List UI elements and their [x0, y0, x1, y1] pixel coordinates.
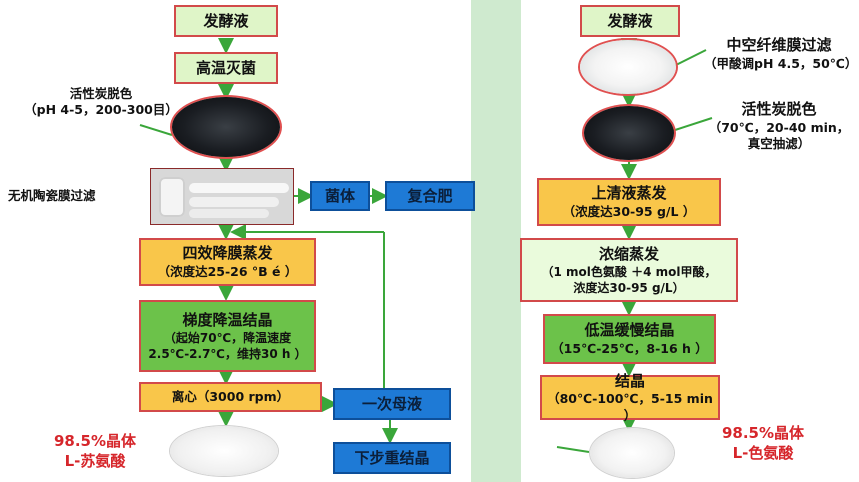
concentrate-line1: （1 mol色氨酸 ＋4 mol甲酸，	[541, 264, 717, 279]
right-carbon-line1: （70℃，20-40 min，	[708, 119, 850, 135]
right-ferment-label: 发酵液	[607, 11, 653, 30]
crystallize-title: 结晶	[614, 371, 645, 390]
center-divider	[471, 0, 521, 482]
right-carbon-note: 活性炭脱色 （70℃，20-40 min， 真空抽滤）	[704, 100, 854, 152]
centrifuge-label: 离心（3000 rpm）	[171, 388, 290, 404]
right-product-name: L-色氨酸	[732, 443, 794, 462]
supernatant-title: 上清液蒸发	[591, 184, 667, 203]
left-sterilize-label: 高温灭菌	[195, 58, 256, 77]
right-carbon-title: 活性炭脱色	[741, 100, 817, 118]
crystallize-box: 结晶 （80℃-100℃，5-15 min ）	[540, 372, 720, 423]
compound-fertilizer-label: 复合肥	[407, 186, 453, 205]
hollow-fiber-params: （甲酸调pH 4.5，50℃）	[704, 55, 858, 71]
left-product-purity: 98.5%晶体	[53, 432, 137, 450]
left-gradient-title: 梯度降温结晶	[182, 310, 273, 329]
left-gradient-line2: 2.5℃-2.7℃，维持30 h ）	[148, 347, 307, 362]
compound-fertilizer-box: 复合肥	[385, 181, 475, 211]
mother-liquor-label: 一次母液	[361, 394, 422, 413]
left-gradient-crystal-box: 梯度降温结晶 （起始70℃，降温速度 2.5℃-2.7℃，维持30 h ）	[139, 300, 316, 372]
right-carbon-line2: 真空抽滤）	[747, 135, 811, 151]
right-crystal-image	[590, 428, 674, 478]
crystallize-params: （80℃-100℃，5-15 min ）	[547, 390, 713, 423]
hollow-fiber-title: 中空纤维膜过滤	[726, 36, 832, 54]
left-product-label: 98.5%晶体 L-苏氨酸	[40, 432, 150, 471]
left-crystal-image	[170, 426, 278, 476]
left-ferment-box: 发酵液	[174, 5, 278, 37]
left-gradient-line1: （起始70℃，降温速度	[163, 330, 292, 345]
left-ferment-label: 发酵液	[203, 11, 249, 30]
left-ceramic-note: 无机陶瓷膜过滤	[8, 188, 96, 203]
centrifuge-box: 离心（3000 rpm）	[139, 382, 322, 412]
left-evaporation-params: （浓度达25-26 °B é ）	[157, 263, 298, 279]
left-carbon-note: 活性炭脱色 （pH 4-5，200-300目）	[6, 86, 196, 119]
left-evaporation-title: 四效降膜蒸发	[182, 244, 273, 263]
right-carbon-image	[584, 106, 674, 160]
recrystallize-label: 下步重结晶	[354, 448, 430, 467]
right-ferment-box: 发酵液	[580, 5, 680, 37]
left-sterilize-box: 高温灭菌	[174, 52, 278, 84]
hollow-fiber-note: 中空纤维膜过滤 （甲酸调pH 4.5，50℃）	[704, 36, 858, 72]
hollow-fiber-image	[580, 40, 676, 94]
concentrate-box: 浓缩蒸发 （1 mol色氨酸 ＋4 mol甲酸， 浓度达30-95 g/L）	[520, 238, 738, 302]
supernatant-params: （浓度达30-95 g/L ）	[562, 203, 696, 219]
ceramic-membrane-image	[150, 168, 294, 225]
mother-liquor-box: 一次母液	[333, 388, 451, 420]
lowtemp-title: 低温缓慢结晶	[584, 321, 675, 340]
lowtemp-params: （15℃-25℃，8-16 h ）	[551, 340, 708, 356]
concentrate-title: 浓缩蒸发	[598, 244, 659, 263]
concentrate-line2: 浓度达30-95 g/L）	[573, 281, 685, 296]
activated-carbon-image	[172, 97, 280, 157]
left-evaporation-box: 四效降膜蒸发 （浓度达25-26 °B é ）	[139, 238, 316, 286]
recrystallize-box: 下步重结晶	[333, 442, 451, 474]
left-product-name: L-苏氨酸	[64, 451, 126, 470]
lowtemp-crystal-box: 低温缓慢结晶 （15℃-25℃，8-16 h ）	[543, 314, 716, 364]
supernatant-box: 上清液蒸发 （浓度达30-95 g/L ）	[537, 178, 721, 226]
left-carbon-title: 活性炭脱色	[69, 86, 133, 101]
left-carbon-params: （pH 4-5，200-300目）	[24, 102, 178, 118]
biomass-box: 菌体	[310, 181, 370, 211]
biomass-label: 菌体	[324, 186, 355, 205]
right-product-purity: 98.5%晶体	[721, 424, 805, 442]
right-product-label: 98.5%晶体 L-色氨酸	[708, 424, 818, 463]
